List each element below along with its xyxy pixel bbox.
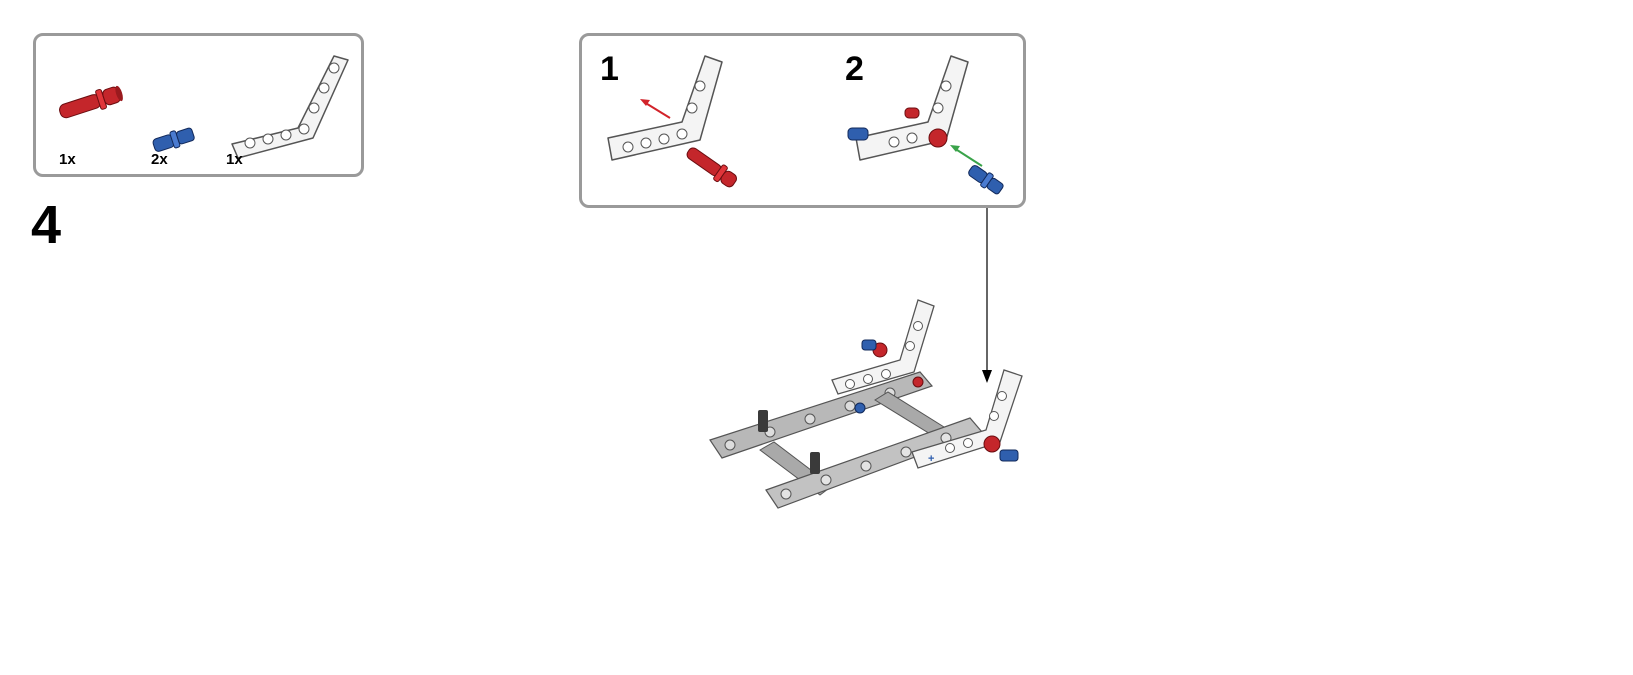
sub-step-2-number: 2 [845,50,864,88]
dark-peg-icon [810,452,820,474]
front-grey-beam-icon [765,417,984,509]
callout-arrowhead-icon [982,370,992,383]
svg-text:+: + [928,453,934,465]
bent-beam-quantity: 1x [226,151,243,168]
sub-step-1-number: 1 [600,50,619,88]
sub-step-2-blue-pin-right-icon [968,165,1004,195]
red-pin-icon [59,85,123,119]
green-arrow-icon [950,145,983,167]
step-number: 4 [31,195,62,255]
main-assembly-illustration: + [709,299,1023,509]
red-arrow-icon [640,99,671,119]
parts-illustrations [59,55,349,159]
blue-axle-pin-icon [152,127,195,152]
sub-step-2-blue-pin-left-icon [847,127,869,141]
back-white-beam-icon [831,299,935,414]
parts-list-box: 1x 2x 1x [33,33,364,177]
red-pin-quantity: 1x [59,151,76,168]
front-white-beam-icon: + [911,369,1023,469]
dark-peg-icon [758,410,768,432]
sub-assembly-box: 1 2 [579,33,1026,208]
sub-step-1-beam-icon [607,55,723,161]
white-bent-beam-icon [231,55,349,159]
sub-step-2-red-pin-icon [904,107,948,148]
sub-assembly-illustrations [607,55,1004,195]
blue-pin-quantity: 2x [151,151,168,168]
sub-step-1-red-pin-icon [686,147,737,188]
